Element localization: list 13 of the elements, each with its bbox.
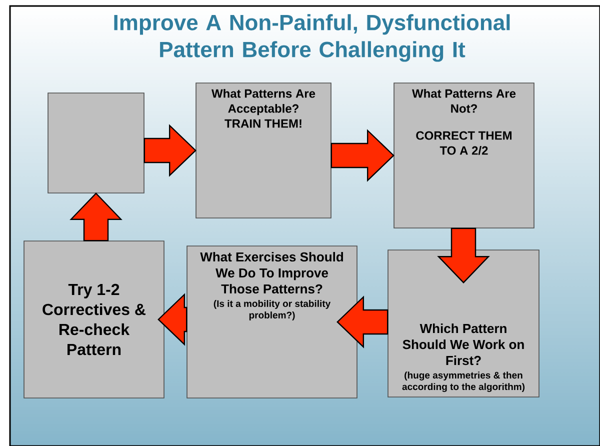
- process-box: What Patterns Are Not? CORRECT THEM TO A 2/2: [394, 82, 534, 228]
- block-arrow: [144, 124, 196, 177]
- slide-title: Improve A Non-Painful, Dysfunctional Pattern Before Challenging It: [114, 14, 510, 62]
- process-box: What Patterns Are Acceptable? TRAIN THEM!: [196, 82, 332, 218]
- block-arrow: [70, 192, 122, 242]
- block-arrow: [158, 293, 188, 346]
- process-box: Try 1-2 Correctives & Re-check Pattern: [24, 240, 164, 398]
- process-box: Which Pattern Should We Work on First? (huge asymmetries & then according to the algorithm): [388, 250, 540, 398]
- process-box: [48, 92, 144, 194]
- process-box: What Exercises Should We Do To Improve Those Patterns? (Is it a mobility or stability problem?): [186, 246, 358, 398]
- block-arrow: [437, 228, 490, 284]
- block-arrow: [330, 129, 394, 182]
- block-arrow: [336, 296, 388, 348]
